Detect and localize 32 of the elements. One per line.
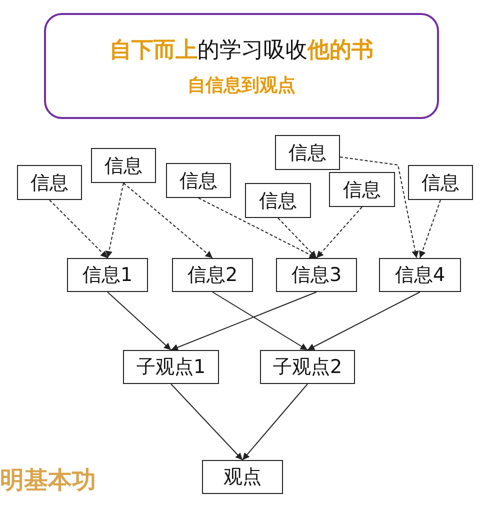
footer-text: 明基本功 bbox=[0, 465, 96, 496]
text-box: 信息 bbox=[245, 183, 311, 218]
arrow bbox=[212, 292, 308, 350]
subtitle: 自信息到观点 bbox=[188, 74, 296, 97]
arrow bbox=[170, 384, 243, 460]
text-box: 信息 bbox=[275, 135, 340, 170]
arrow bbox=[198, 198, 317, 258]
text-box: 信息 bbox=[17, 165, 82, 200]
text-box: 信息1 bbox=[67, 258, 148, 292]
arrow bbox=[278, 218, 317, 258]
text-box: 信息 bbox=[329, 172, 395, 207]
arrow bbox=[123, 182, 213, 258]
arrow bbox=[49, 200, 108, 258]
text-box: 信息 bbox=[408, 165, 473, 200]
arrow bbox=[106, 182, 124, 258]
arrow bbox=[316, 206, 362, 258]
title: 自下而上的学习吸收他的书 bbox=[110, 37, 374, 65]
arrow bbox=[419, 200, 441, 258]
text-box: 子观点1 bbox=[123, 350, 219, 384]
arrow bbox=[107, 292, 172, 350]
arrow bbox=[170, 292, 317, 351]
arrow bbox=[340, 156, 419, 258]
text-box: 信息3 bbox=[276, 258, 357, 292]
text-box: 观点 bbox=[202, 460, 283, 494]
arrow bbox=[242, 384, 308, 460]
text-box: 信息 bbox=[166, 163, 231, 198]
text-box: 信息2 bbox=[172, 258, 253, 292]
arrow bbox=[307, 292, 420, 350]
text-box: 信息 bbox=[91, 148, 156, 183]
text-box: 子观点2 bbox=[260, 350, 355, 384]
text-box: 信息4 bbox=[379, 258, 461, 292]
title-box bbox=[44, 13, 439, 119]
